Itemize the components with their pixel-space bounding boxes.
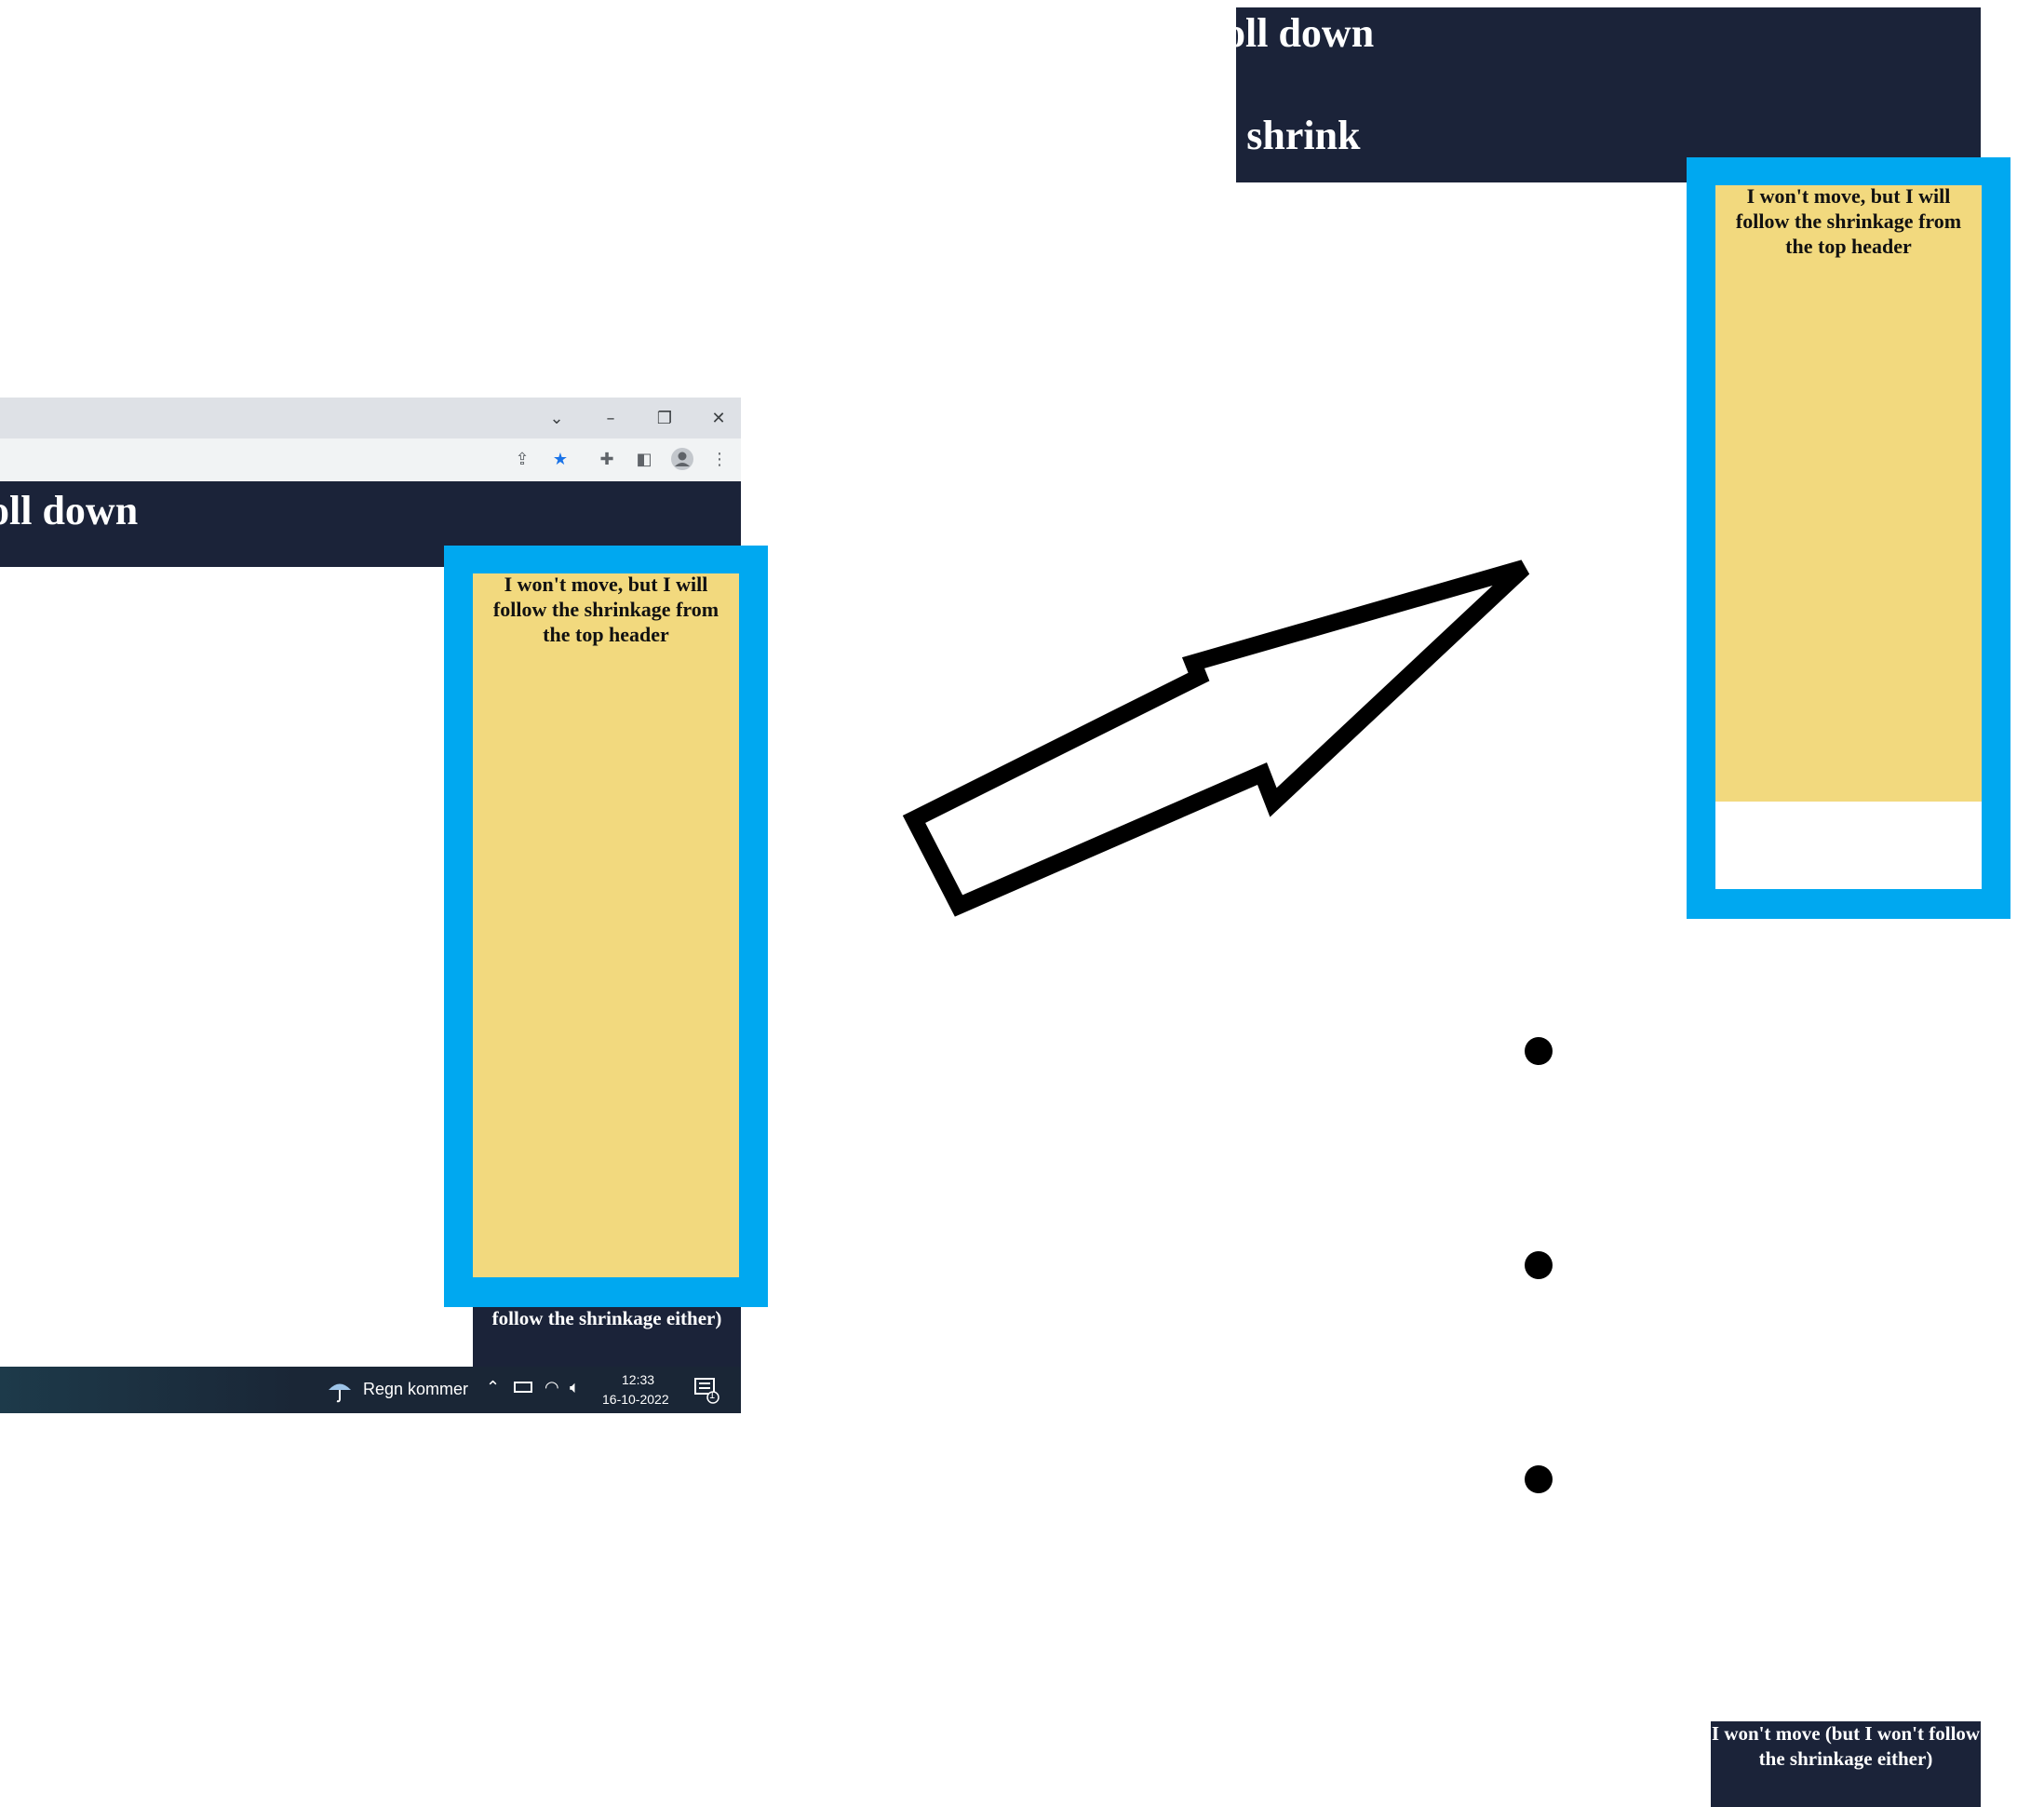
extension-icon[interactable]: ✚: [599, 449, 614, 469]
sticky-box-text: I won't move, but I will follow the shri…: [492, 573, 719, 646]
arrow-right-up-icon: [902, 560, 1530, 917]
browser-toolbar: ⇪ ★ ✚ ◧ ⋮: [0, 438, 741, 481]
ellipsis-dot: [1525, 1037, 1553, 1065]
weather-text[interactable]: Regn kommer: [363, 1380, 469, 1398]
ellipsis-dot: [1525, 1465, 1553, 1493]
sticky-box: I won't move, but I will follow the shri…: [473, 573, 739, 1277]
profile-icon[interactable]: [670, 447, 694, 471]
clock-date[interactable]: 16-10-2022: [602, 1392, 669, 1407]
shrinking-header: oll down l shrink: [1236, 7, 1981, 182]
fixed-bottom-box: follow the shrinkage either): [473, 1307, 741, 1367]
notification-count: 1: [709, 1390, 716, 1401]
share-icon[interactable]: ⇪: [515, 449, 530, 469]
chevron-down-icon[interactable]: ⌄: [549, 408, 564, 428]
windows-taskbar: Regn kommer ⌃ ◠ 🔈︎ 12:33 16-10-2022 1: [0, 1367, 741, 1413]
fixed-bottom-box-text: I won't move (but I won't follow the shr…: [1711, 1722, 1981, 1770]
close-icon[interactable]: ✕: [711, 408, 726, 428]
sidepanel-icon[interactable]: ◧: [636, 449, 652, 469]
battery-icon[interactable]: [514, 1382, 532, 1393]
fixed-bottom-box-text: follow the shrinkage either): [491, 1307, 722, 1329]
star-icon[interactable]: ★: [552, 449, 569, 469]
header-line-1: oll down: [1236, 10, 1375, 56]
minimize-icon[interactable]: –: [606, 408, 615, 428]
header-text: oll down: [0, 488, 139, 533]
clock-time[interactable]: 12:33: [622, 1372, 655, 1387]
sticky-box-text: I won't move, but I will follow the shri…: [1735, 184, 1962, 258]
ellipsis-dot: [1525, 1251, 1553, 1279]
speaker-icon[interactable]: 🔈︎: [570, 1378, 580, 1396]
restore-icon[interactable]: ❐: [656, 408, 673, 428]
sticky-box: I won't move, but I will follow the shri…: [1715, 184, 1982, 802]
browser-tab-bar: ⌄ – ❐ ✕: [0, 398, 741, 438]
notification-icon[interactable]: 1: [693, 1376, 720, 1404]
header-line-2: l shrink: [1236, 113, 1361, 158]
chevron-up-icon[interactable]: ⌃: [486, 1378, 501, 1396]
wifi-icon[interactable]: ◠: [545, 1378, 559, 1396]
fixed-bottom-box: I won't move (but I won't follow the shr…: [1711, 1721, 1981, 1807]
umbrella-icon[interactable]: [326, 1376, 354, 1404]
menu-icon[interactable]: ⋮: [711, 449, 728, 469]
